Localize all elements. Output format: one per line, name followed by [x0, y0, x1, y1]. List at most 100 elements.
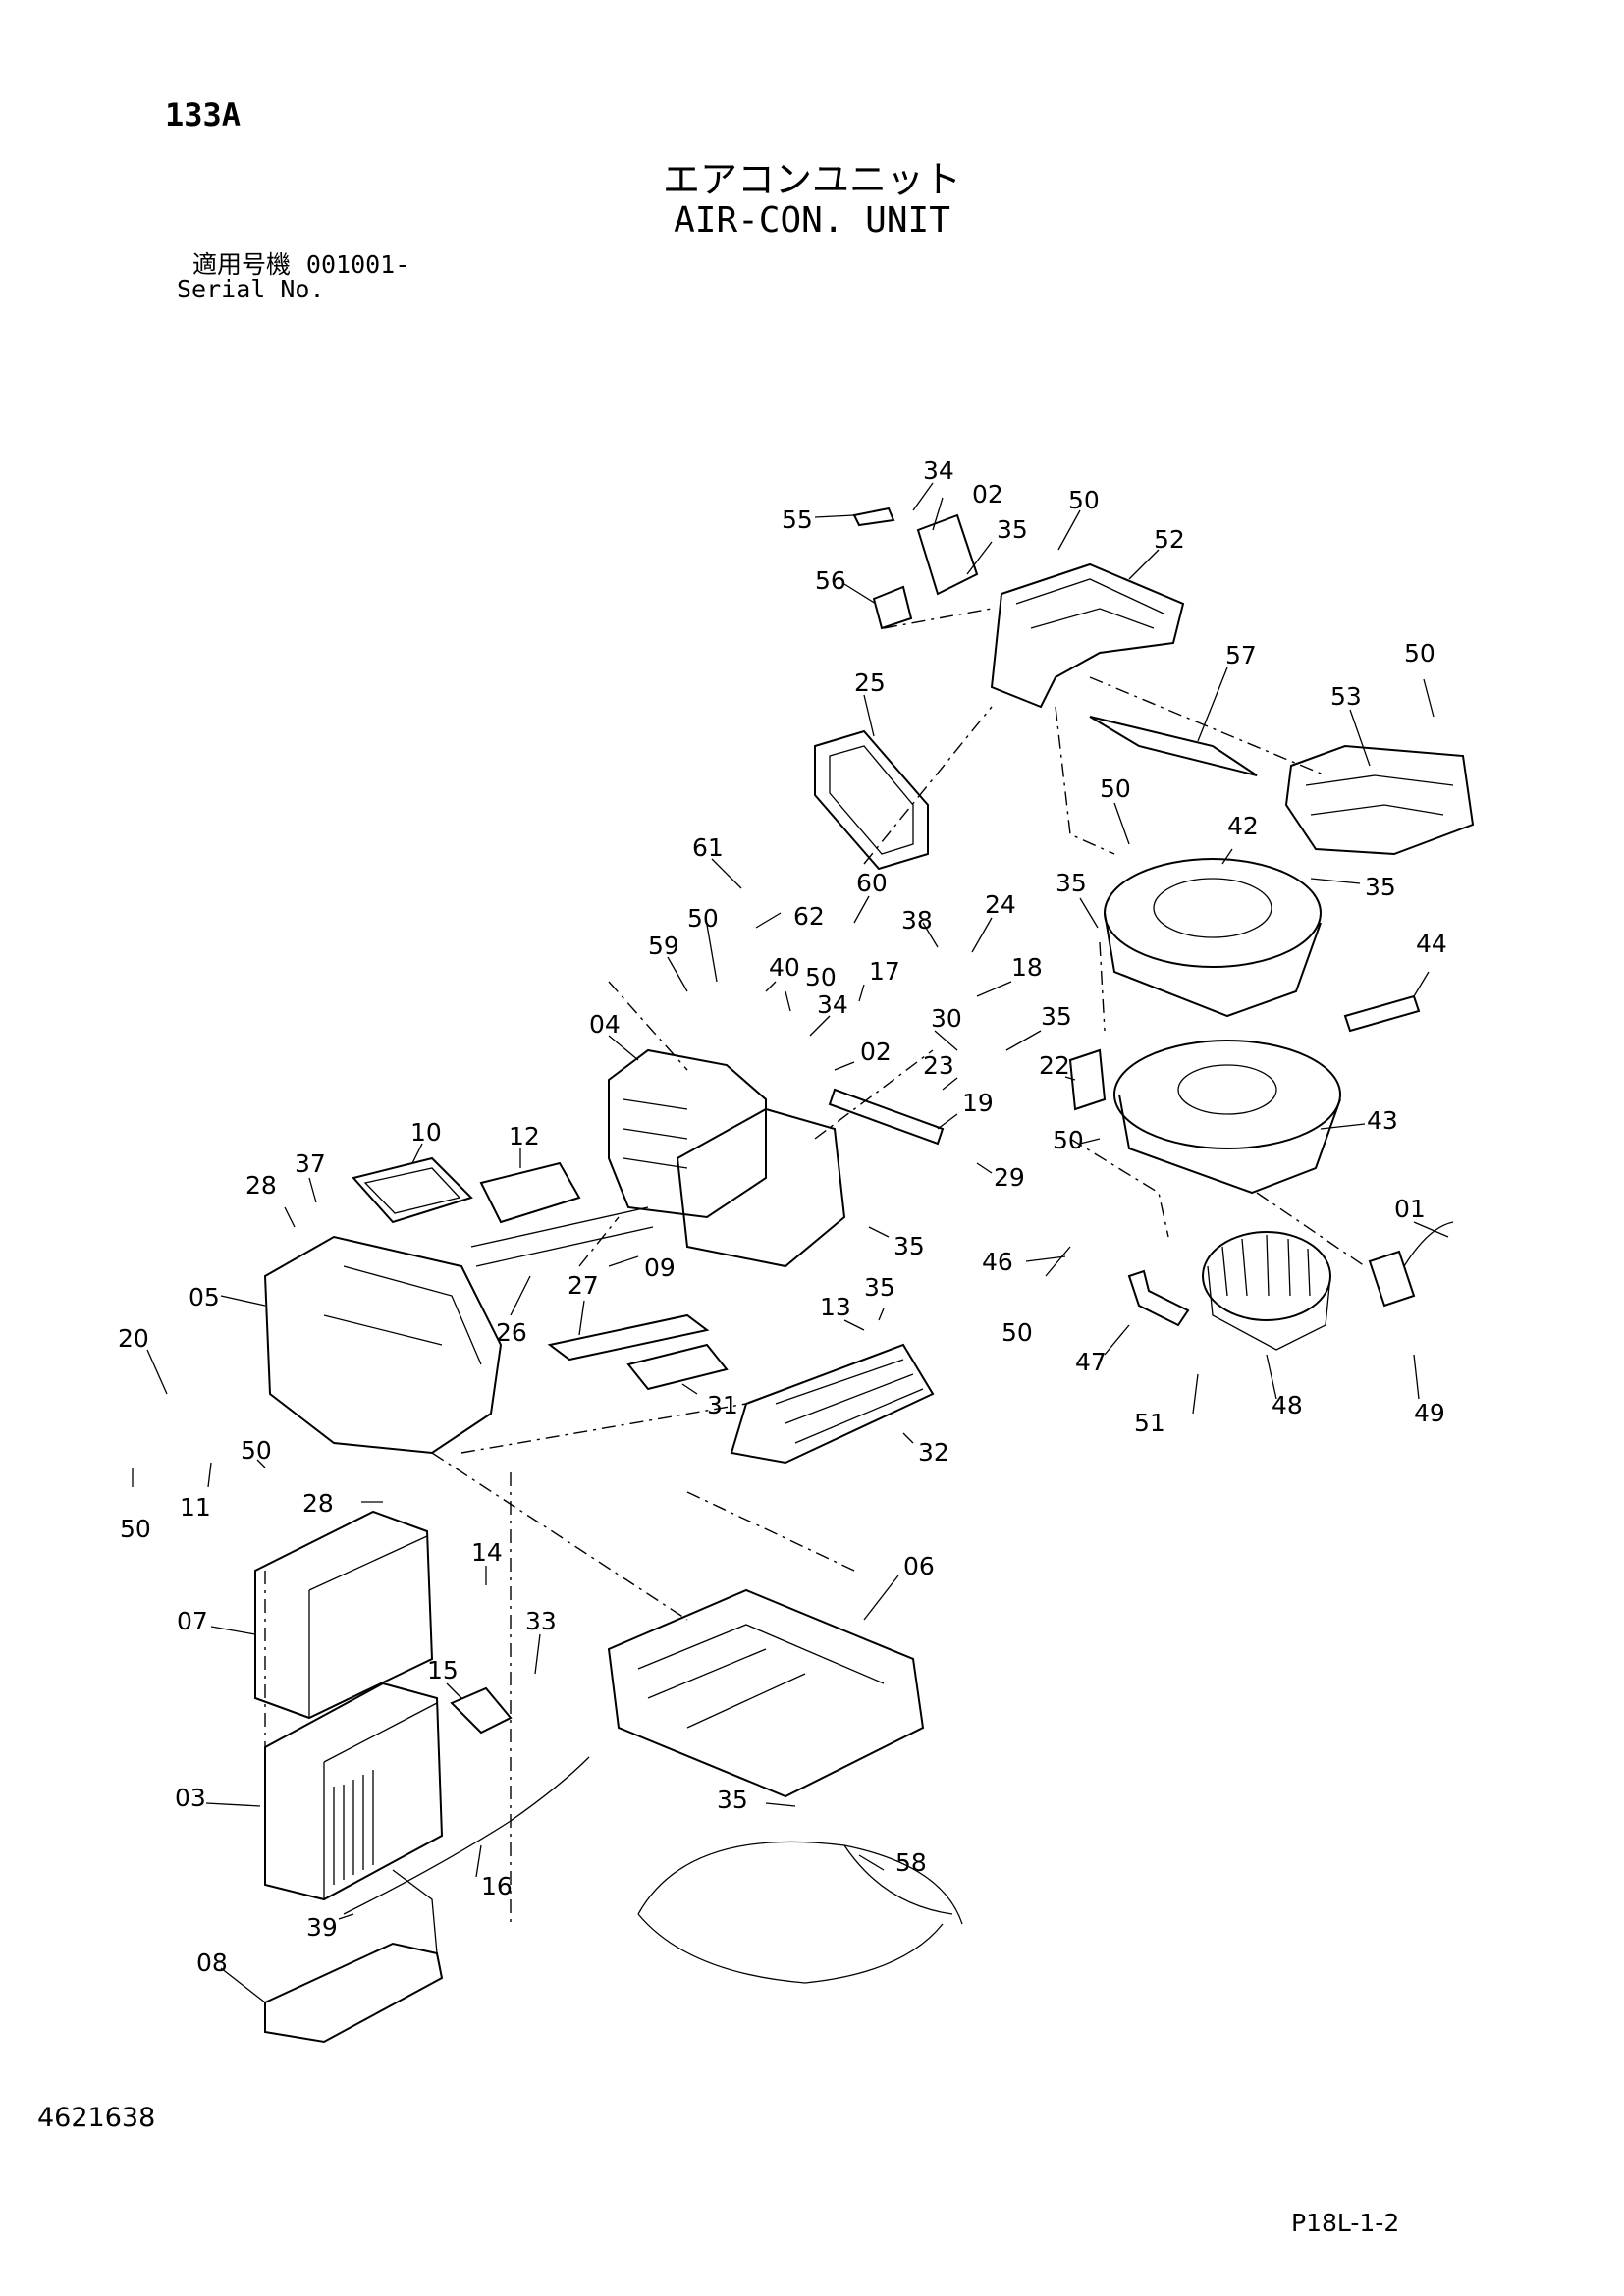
callout-label: 60: [856, 869, 888, 897]
callout-label: 50: [1404, 639, 1435, 667]
callout-label: 16: [481, 1872, 513, 1900]
part-02-bracket: [916, 513, 979, 596]
part-16-harness: [343, 1756, 590, 1915]
callout-label: 57: [1225, 641, 1257, 669]
callout-label: 14: [471, 1538, 503, 1567]
callout-label: 35: [1365, 873, 1396, 901]
part-unit-body: [676, 1107, 846, 1268]
callout-label: 03: [175, 1784, 206, 1812]
callout-label: 17: [869, 957, 900, 986]
callout-label: 12: [509, 1122, 540, 1150]
callout-label: 01: [1394, 1195, 1426, 1223]
part-52-duct: [990, 562, 1185, 709]
part-07-cover: [254, 1510, 434, 1720]
part-15-actuator: [450, 1686, 513, 1735]
callout-label: 50: [687, 904, 719, 933]
callout-label: 39: [306, 1913, 338, 1942]
callout-label: 28: [302, 1489, 334, 1518]
callout-label: 08: [196, 1949, 228, 1977]
callout-label: 35: [717, 1786, 748, 1814]
callout-label: 11: [180, 1493, 211, 1522]
part-44-strip: [1343, 994, 1421, 1033]
title-japanese: エアコンユニット: [662, 158, 961, 201]
callout-label: 62: [793, 902, 825, 931]
part-06-case: [607, 1588, 925, 1798]
callout-label: 51: [1134, 1409, 1165, 1437]
part-47-hose: [1127, 1269, 1190, 1327]
callout-label: 40: [769, 953, 800, 982]
callout-label: 50: [1068, 486, 1100, 514]
assembly-lines: [264, 608, 1366, 1924]
serial-label-ja-text: 適用号機: [192, 250, 292, 279]
callout-label: 29: [994, 1163, 1025, 1192]
callout-label: 49: [1414, 1399, 1445, 1427]
serial-value: 001001-: [305, 250, 410, 279]
callout-label: 35: [997, 515, 1028, 544]
part-22-bracket: [1068, 1048, 1107, 1111]
part-03-evaporator: [264, 1682, 444, 1901]
callout-label: 33: [525, 1607, 557, 1635]
callout-label: 58: [895, 1848, 927, 1877]
part-25-gasket: [814, 729, 929, 871]
callout-label: 34: [817, 990, 848, 1019]
callout-label: 50: [241, 1436, 272, 1465]
callout-label: 38: [901, 906, 933, 934]
serial-label-japanese: 適用号機 001001-: [192, 245, 409, 281]
callout-label: 15: [427, 1656, 459, 1684]
callout-label: 35: [864, 1273, 895, 1302]
callout-label: 18: [1011, 953, 1043, 982]
callout-label: 26: [496, 1318, 527, 1347]
part-55-clip: [852, 507, 895, 527]
callout-label: 46: [982, 1248, 1013, 1276]
callout-label: 50: [1053, 1126, 1084, 1154]
callout-label: 55: [782, 506, 813, 534]
part-32-louver: [730, 1343, 935, 1465]
part-58-harness: [637, 1841, 963, 1984]
callout-label: 61: [692, 833, 724, 862]
document-number: 4621638: [37, 2103, 156, 2133]
callout-label: 06: [903, 1552, 935, 1580]
callout-label: 07: [177, 1607, 208, 1635]
callout-label: 52: [1154, 525, 1185, 554]
callout-label: 31: [707, 1391, 738, 1419]
callout-label: 09: [644, 1254, 676, 1282]
callout-label: 53: [1330, 682, 1362, 711]
callout-label: 34: [923, 456, 954, 485]
part-43-blower-case: [1113, 1040, 1341, 1149]
callout-leaders: [132, 482, 1449, 2003]
part-12-door: [479, 1161, 581, 1224]
part-05-case: [263, 1235, 503, 1455]
serial-label-english: Serial No.: [177, 275, 325, 303]
callout-label: 20: [118, 1324, 149, 1353]
page-code: 133A: [165, 96, 242, 133]
title-english: AIR-CON. UNIT: [674, 200, 950, 240]
callout-label: 35: [1056, 869, 1087, 897]
callout-label: 22: [1039, 1051, 1070, 1080]
callout-label: 50: [1001, 1318, 1033, 1347]
callout-label: 28: [245, 1171, 277, 1200]
callout-label: 56: [815, 566, 846, 595]
part-42-blower-case: [1104, 858, 1322, 968]
part-drawings: [254, 507, 1475, 2044]
callout-label: 50: [805, 963, 837, 991]
callout-label: 35: [1041, 1002, 1072, 1031]
callout-label: 37: [295, 1149, 326, 1178]
callout-label: 50: [1100, 774, 1131, 803]
callout-label: 35: [893, 1232, 925, 1260]
part-10-filter: [352, 1156, 473, 1224]
callout-label: 44: [1416, 930, 1447, 958]
part-01-resistor: [1368, 1250, 1416, 1308]
callout-label: 42: [1227, 812, 1259, 840]
callout-label: 10: [410, 1118, 442, 1147]
part-27-plate: [547, 1313, 710, 1362]
callout-label: 27: [568, 1271, 599, 1300]
callout-label: 05: [189, 1283, 220, 1311]
part-26-rod: [470, 1206, 654, 1267]
part-57-plate: [1089, 716, 1258, 776]
callout-label: 13: [820, 1293, 851, 1321]
callout-label: 30: [931, 1004, 962, 1033]
part-31-filter: [626, 1343, 729, 1391]
part-53-duct: [1284, 744, 1475, 856]
callout-label: 24: [985, 890, 1016, 919]
